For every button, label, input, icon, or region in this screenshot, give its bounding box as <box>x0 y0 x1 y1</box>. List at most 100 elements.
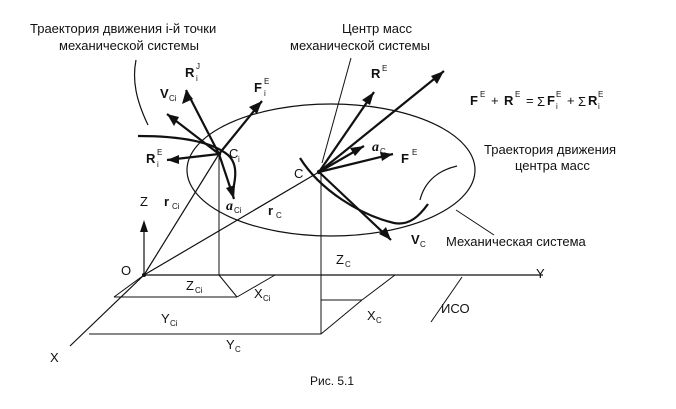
zci-label: Z <box>186 278 194 293</box>
v-c-sub: C <box>420 240 426 249</box>
r-e-label: R <box>146 151 156 166</box>
v-ci-arrowhead <box>167 114 179 126</box>
r-c-label: r <box>268 203 273 218</box>
xc-label: X <box>367 308 376 323</box>
r-j-sup: J <box>196 62 200 71</box>
f-i-sub: i <box>264 89 266 98</box>
r-ci-vector <box>143 153 220 276</box>
c-box-top <box>361 274 396 301</box>
zc-label: Z <box>336 252 344 267</box>
trajectory-center-leader <box>419 165 458 201</box>
origin-point <box>142 273 146 277</box>
r-c-sub: C <box>276 211 282 220</box>
r-total-label: R <box>371 66 381 81</box>
f-e-total-arrowhead <box>431 71 444 84</box>
ci-z-drop <box>218 274 238 298</box>
eq-sup-e1: E <box>480 90 485 99</box>
r-total-sup: E <box>382 64 387 73</box>
xc-sub: C <box>376 316 382 325</box>
f-e-label: F <box>401 151 409 166</box>
center-of-mass-leader <box>321 57 352 164</box>
r-ci-label: r <box>164 194 169 209</box>
f-i-arrowhead <box>249 101 262 114</box>
traj-c-label-line1: Траектория движения <box>484 142 616 157</box>
eq-sum2: Σ <box>578 94 586 109</box>
v-c-arrow-shaft <box>318 171 392 241</box>
radius-vectors <box>143 153 320 276</box>
figure-caption: Рис. 5.1 <box>310 374 354 388</box>
axis-z-label: Z <box>140 194 148 209</box>
vectors-at-ci <box>166 89 263 200</box>
r-e-sub: i <box>157 160 159 169</box>
point-ci <box>216 151 222 157</box>
a-ci-sub: Ci <box>234 206 242 215</box>
r-e-total-arrowhead <box>362 92 374 105</box>
trajectory-i-point-curve <box>137 134 237 195</box>
r-e-arrowhead <box>167 155 179 164</box>
yci-sub: Ci <box>170 319 178 328</box>
c-point-label: C <box>294 166 303 181</box>
x-axis <box>69 274 145 347</box>
eq-equals: = <box>526 93 534 108</box>
eq-plus2: + <box>567 93 575 108</box>
xci-label: X <box>254 286 263 301</box>
f-e-arrow-shaft <box>318 152 394 174</box>
r-e-total-shaft <box>318 91 375 173</box>
r-j-label: R <box>185 65 195 80</box>
center-label-line1: Центр масс <box>342 21 412 36</box>
f-e-total-shaft <box>318 70 445 173</box>
mech-system-label: Механическая система <box>446 234 587 249</box>
v-ci-label: V <box>160 86 169 101</box>
eq-f2: F <box>547 93 555 108</box>
f-i-sup: E <box>264 77 269 86</box>
ci-box-base <box>113 274 145 298</box>
yc-sub: C <box>235 345 241 354</box>
a-c-arrowhead <box>350 146 364 156</box>
axis-x-label: X <box>50 350 59 365</box>
a-c-label: a <box>372 140 379 155</box>
eq-r2: R <box>588 93 598 108</box>
mech-system-leader <box>455 209 495 236</box>
iso-label: ИСО <box>441 301 470 316</box>
r-j-arrowhead <box>182 90 193 104</box>
f-e-arrowhead <box>380 152 393 161</box>
ci-point-sub: i <box>238 155 240 164</box>
mechanical-system-ellipse <box>186 103 476 237</box>
yc-label: Y <box>226 337 235 352</box>
origin-label: O <box>121 263 131 278</box>
ci-box-edge <box>236 274 276 298</box>
vectors-at-c <box>318 70 445 241</box>
xci-sub: Ci <box>263 294 271 303</box>
r-j-sub: i <box>196 74 198 83</box>
eq-sub-i2: i <box>598 102 600 111</box>
yci-label: Y <box>161 311 170 326</box>
zci-sub: Ci <box>195 286 203 295</box>
projection-lines <box>89 154 396 335</box>
eq-sup-e2: E <box>515 90 520 99</box>
a-c-sub: C <box>380 147 386 156</box>
center-label-line2: механической системы <box>290 38 430 53</box>
v-c-label: V <box>411 232 420 247</box>
eq-sup-e3: E <box>556 90 561 99</box>
iso-leader <box>430 276 463 323</box>
eq-r: R <box>504 93 514 108</box>
eq-sum1: Σ <box>537 94 545 109</box>
axis-y-label: Y <box>536 266 545 281</box>
r-ci-sub: Ci <box>172 202 180 211</box>
a-ci-arrowhead <box>226 185 235 199</box>
f-e-sup: E <box>412 148 417 157</box>
eq-plus1: + <box>491 93 499 108</box>
v-c-arrowhead <box>379 227 391 240</box>
c-box-edge <box>320 299 363 335</box>
traj-c-label-line2: центра масс <box>515 158 590 173</box>
ci-point-label: C <box>229 146 238 161</box>
r-c-vector <box>143 171 320 276</box>
z-axis-arrowhead <box>140 220 148 232</box>
zc-sub: C <box>345 260 351 269</box>
point-c <box>316 169 322 175</box>
eq-f: F <box>470 93 478 108</box>
eq-sup-e4: E <box>598 90 603 99</box>
traj-i-label-line1: Траектория движения i-й точки <box>30 21 216 36</box>
